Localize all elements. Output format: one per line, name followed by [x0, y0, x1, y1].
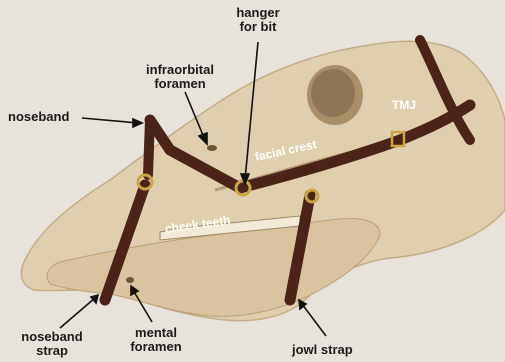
hanger-label-line2: for bit: [240, 19, 277, 34]
tmj-label: TMJ: [392, 98, 416, 112]
hanger-label-line1: hanger: [236, 5, 279, 20]
mental-foramen-label-line1: mental: [135, 325, 177, 340]
mental-foramen: [126, 277, 134, 283]
hanger-label: hanger for bit: [226, 6, 290, 34]
jowl-strap-label: jowl strap: [292, 343, 353, 357]
infraorbital-label-line2: foramen: [154, 76, 205, 91]
mental-foramen-label: mental foramen: [118, 326, 194, 354]
infraorbital-foramen: [207, 145, 217, 151]
noseband-strap-label: noseband strap: [12, 330, 92, 358]
noseband-strap-label-line1: noseband: [21, 329, 82, 344]
infraorbital-label-line1: infraorbital: [146, 62, 214, 77]
noseband-label: noseband: [8, 110, 69, 124]
mental-foramen-label-line2: foramen: [130, 339, 181, 354]
noseband-strap-label-line2: strap: [36, 343, 68, 358]
infraorbital-label: infraorbital foramen: [120, 63, 240, 91]
